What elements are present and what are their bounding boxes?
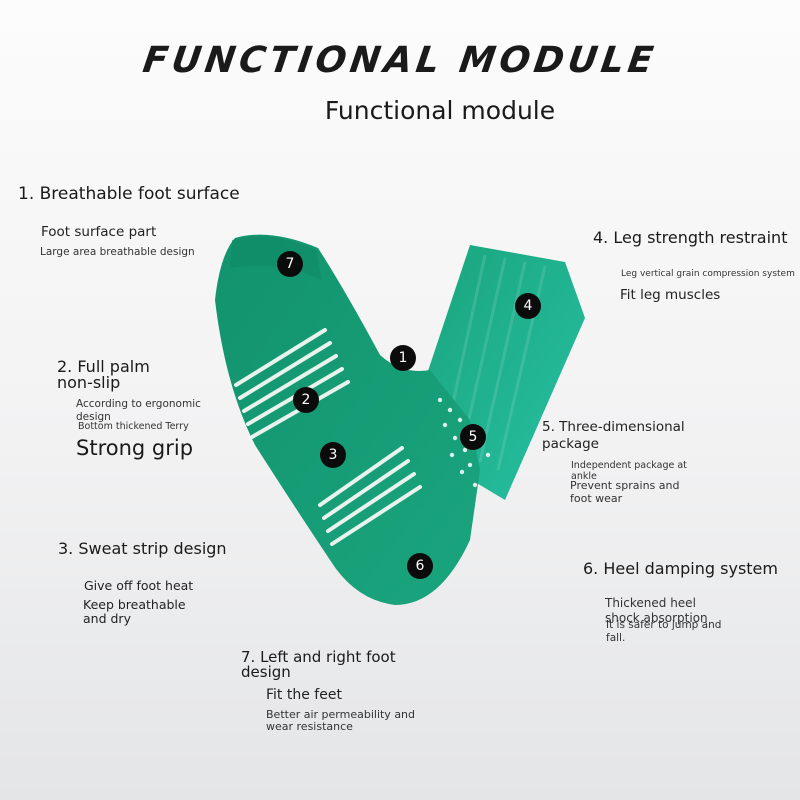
module-4-heading: 4. Leg strength restraint xyxy=(593,228,788,247)
module-4-line2: Fit leg muscles xyxy=(620,287,721,303)
module-6-line3: It is safer to jump and xyxy=(606,619,722,631)
module-1-heading: 1. Breathable foot surface xyxy=(18,184,240,204)
module-5-heading-b: package xyxy=(542,436,599,452)
module-4-line1: Leg vertical grain compression system xyxy=(621,269,795,279)
module-7-line3: wear resistance xyxy=(266,720,353,733)
module-2-heading-a: 2. Full palm xyxy=(57,357,150,376)
module-2-line1: According to ergonomic xyxy=(76,398,201,410)
module-5-line1: Independent package at xyxy=(571,460,687,471)
module-6-line2: shock absorption xyxy=(605,611,708,625)
module-3-line1: Give off foot heat xyxy=(84,578,194,593)
badge-3: 3 xyxy=(320,442,346,468)
module-6-line4: fall. xyxy=(606,632,626,644)
module-5-line3: Prevent sprains and xyxy=(570,479,680,492)
module-6-heading: 6. Heel damping system xyxy=(583,559,778,578)
module-2-heading-b: non-slip xyxy=(57,373,121,392)
module-7-line2: Better air permeability and xyxy=(266,708,416,721)
badge-2: 2 xyxy=(293,387,319,413)
module-7-heading-b: design xyxy=(241,663,291,681)
module-3-line2: Keep breathable xyxy=(83,597,186,612)
module-7-line1: Fit the feet xyxy=(266,687,342,703)
palm-stripes xyxy=(234,328,350,439)
module-6-line1: Thickened heel xyxy=(605,596,696,610)
sole-stripes xyxy=(318,446,422,546)
badge-1: 1 xyxy=(390,345,416,371)
badge-6: 6 xyxy=(407,553,433,579)
module-3-heading: 3. Sweat strip design xyxy=(58,539,227,558)
module-5-heading-a: 5. Three-dimensional xyxy=(542,419,685,435)
module-1-line2: Large area breathable design xyxy=(40,246,195,258)
module-7-heading-a: 7. Left and right foot xyxy=(241,648,396,666)
page-subtitle: Functional module xyxy=(324,96,556,125)
module-5-line2: ankle xyxy=(571,471,597,482)
module-5-line4: foot wear xyxy=(570,492,623,505)
badge-7: 7 xyxy=(277,251,303,277)
module-2-line2: design xyxy=(76,411,111,423)
module-2-line3: Bottom thickened Terry xyxy=(78,421,189,432)
module-3-line3: and dry xyxy=(83,611,131,626)
sock-foot xyxy=(215,234,480,605)
badge-5: 5 xyxy=(460,424,486,450)
module-1-line1: Foot surface part xyxy=(41,224,157,240)
module-2-emphasis: Strong grip xyxy=(76,436,194,460)
badge-4: 4 xyxy=(515,293,541,319)
